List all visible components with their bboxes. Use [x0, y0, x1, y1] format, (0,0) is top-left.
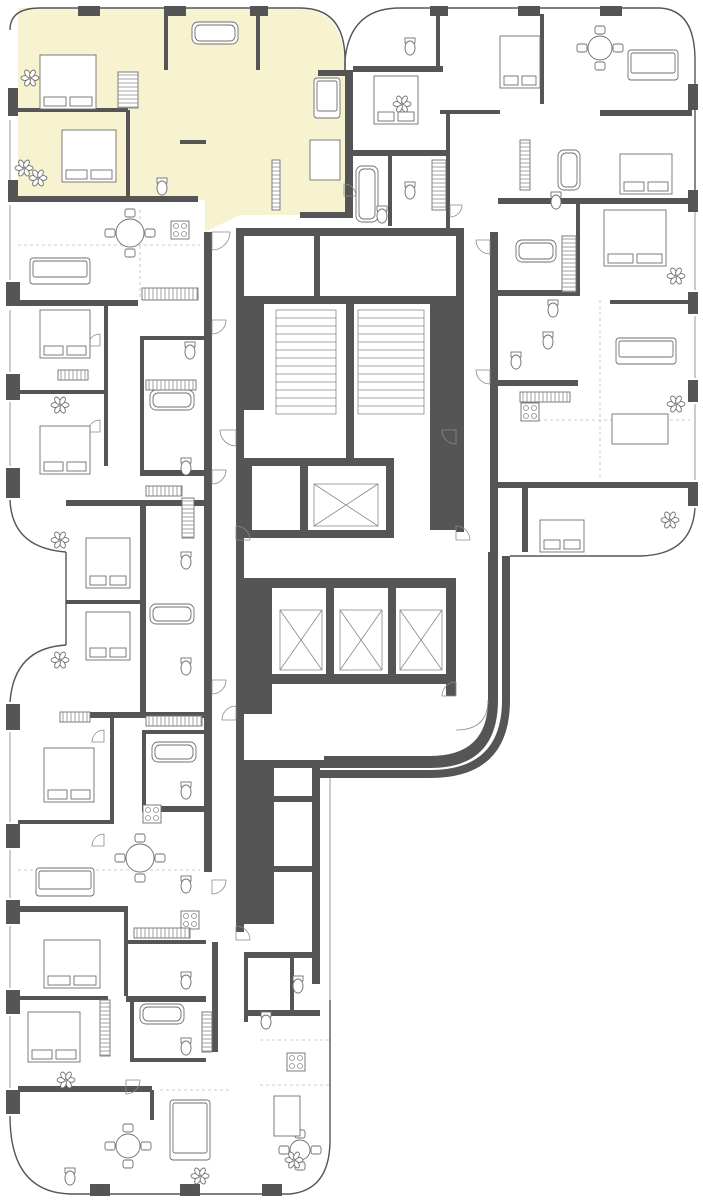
stove	[142, 804, 162, 824]
elevator-icon	[279, 483, 443, 671]
plant	[50, 531, 70, 549]
bed	[43, 939, 101, 989]
wardrobe	[141, 287, 199, 301]
plant	[190, 1167, 210, 1185]
plant	[50, 396, 70, 414]
stove	[180, 910, 200, 930]
plant-icon	[14, 69, 686, 1185]
plant	[50, 651, 70, 669]
wardrobe	[201, 1011, 213, 1053]
round-table	[125, 843, 155, 873]
plant	[660, 511, 680, 529]
wardrobe	[519, 391, 571, 403]
sofa-icon	[29, 49, 679, 1161]
plant	[28, 169, 48, 187]
wardrobe	[145, 379, 197, 391]
wardrobe	[145, 715, 203, 727]
plant	[14, 159, 34, 177]
plant	[392, 95, 412, 113]
bed-icon	[27, 35, 673, 1063]
wardrobe	[561, 235, 577, 293]
wardrobe	[519, 139, 531, 191]
dining-table-icon	[104, 25, 669, 1171]
round-table	[115, 218, 145, 248]
wardrobe	[431, 159, 447, 211]
bathtub-icon	[139, 21, 581, 1025]
exterior-walls	[6, 6, 698, 1196]
wardrobe	[181, 497, 195, 539]
stove	[520, 402, 540, 422]
wardrobe	[271, 159, 281, 211]
round-table	[115, 1133, 141, 1159]
dining-table	[309, 139, 341, 181]
dining-table	[611, 413, 669, 445]
dining-table	[273, 1095, 301, 1137]
building-core	[204, 228, 510, 984]
plant	[56, 1071, 76, 1089]
plant	[284, 1151, 304, 1169]
interior-walls	[18, 10, 692, 1120]
plant	[666, 395, 686, 413]
stove	[170, 220, 190, 240]
wardrobe	[145, 485, 183, 497]
stove-icon	[142, 220, 540, 1072]
plant	[666, 267, 686, 285]
toilet-icon	[64, 37, 562, 1186]
wardrobe-icon	[57, 71, 577, 1057]
round-table	[587, 35, 613, 61]
staircase-icon	[275, 309, 425, 415]
wardrobe	[99, 999, 111, 1057]
wardrobe	[133, 927, 191, 939]
plant	[20, 69, 40, 87]
stove	[286, 1052, 306, 1072]
